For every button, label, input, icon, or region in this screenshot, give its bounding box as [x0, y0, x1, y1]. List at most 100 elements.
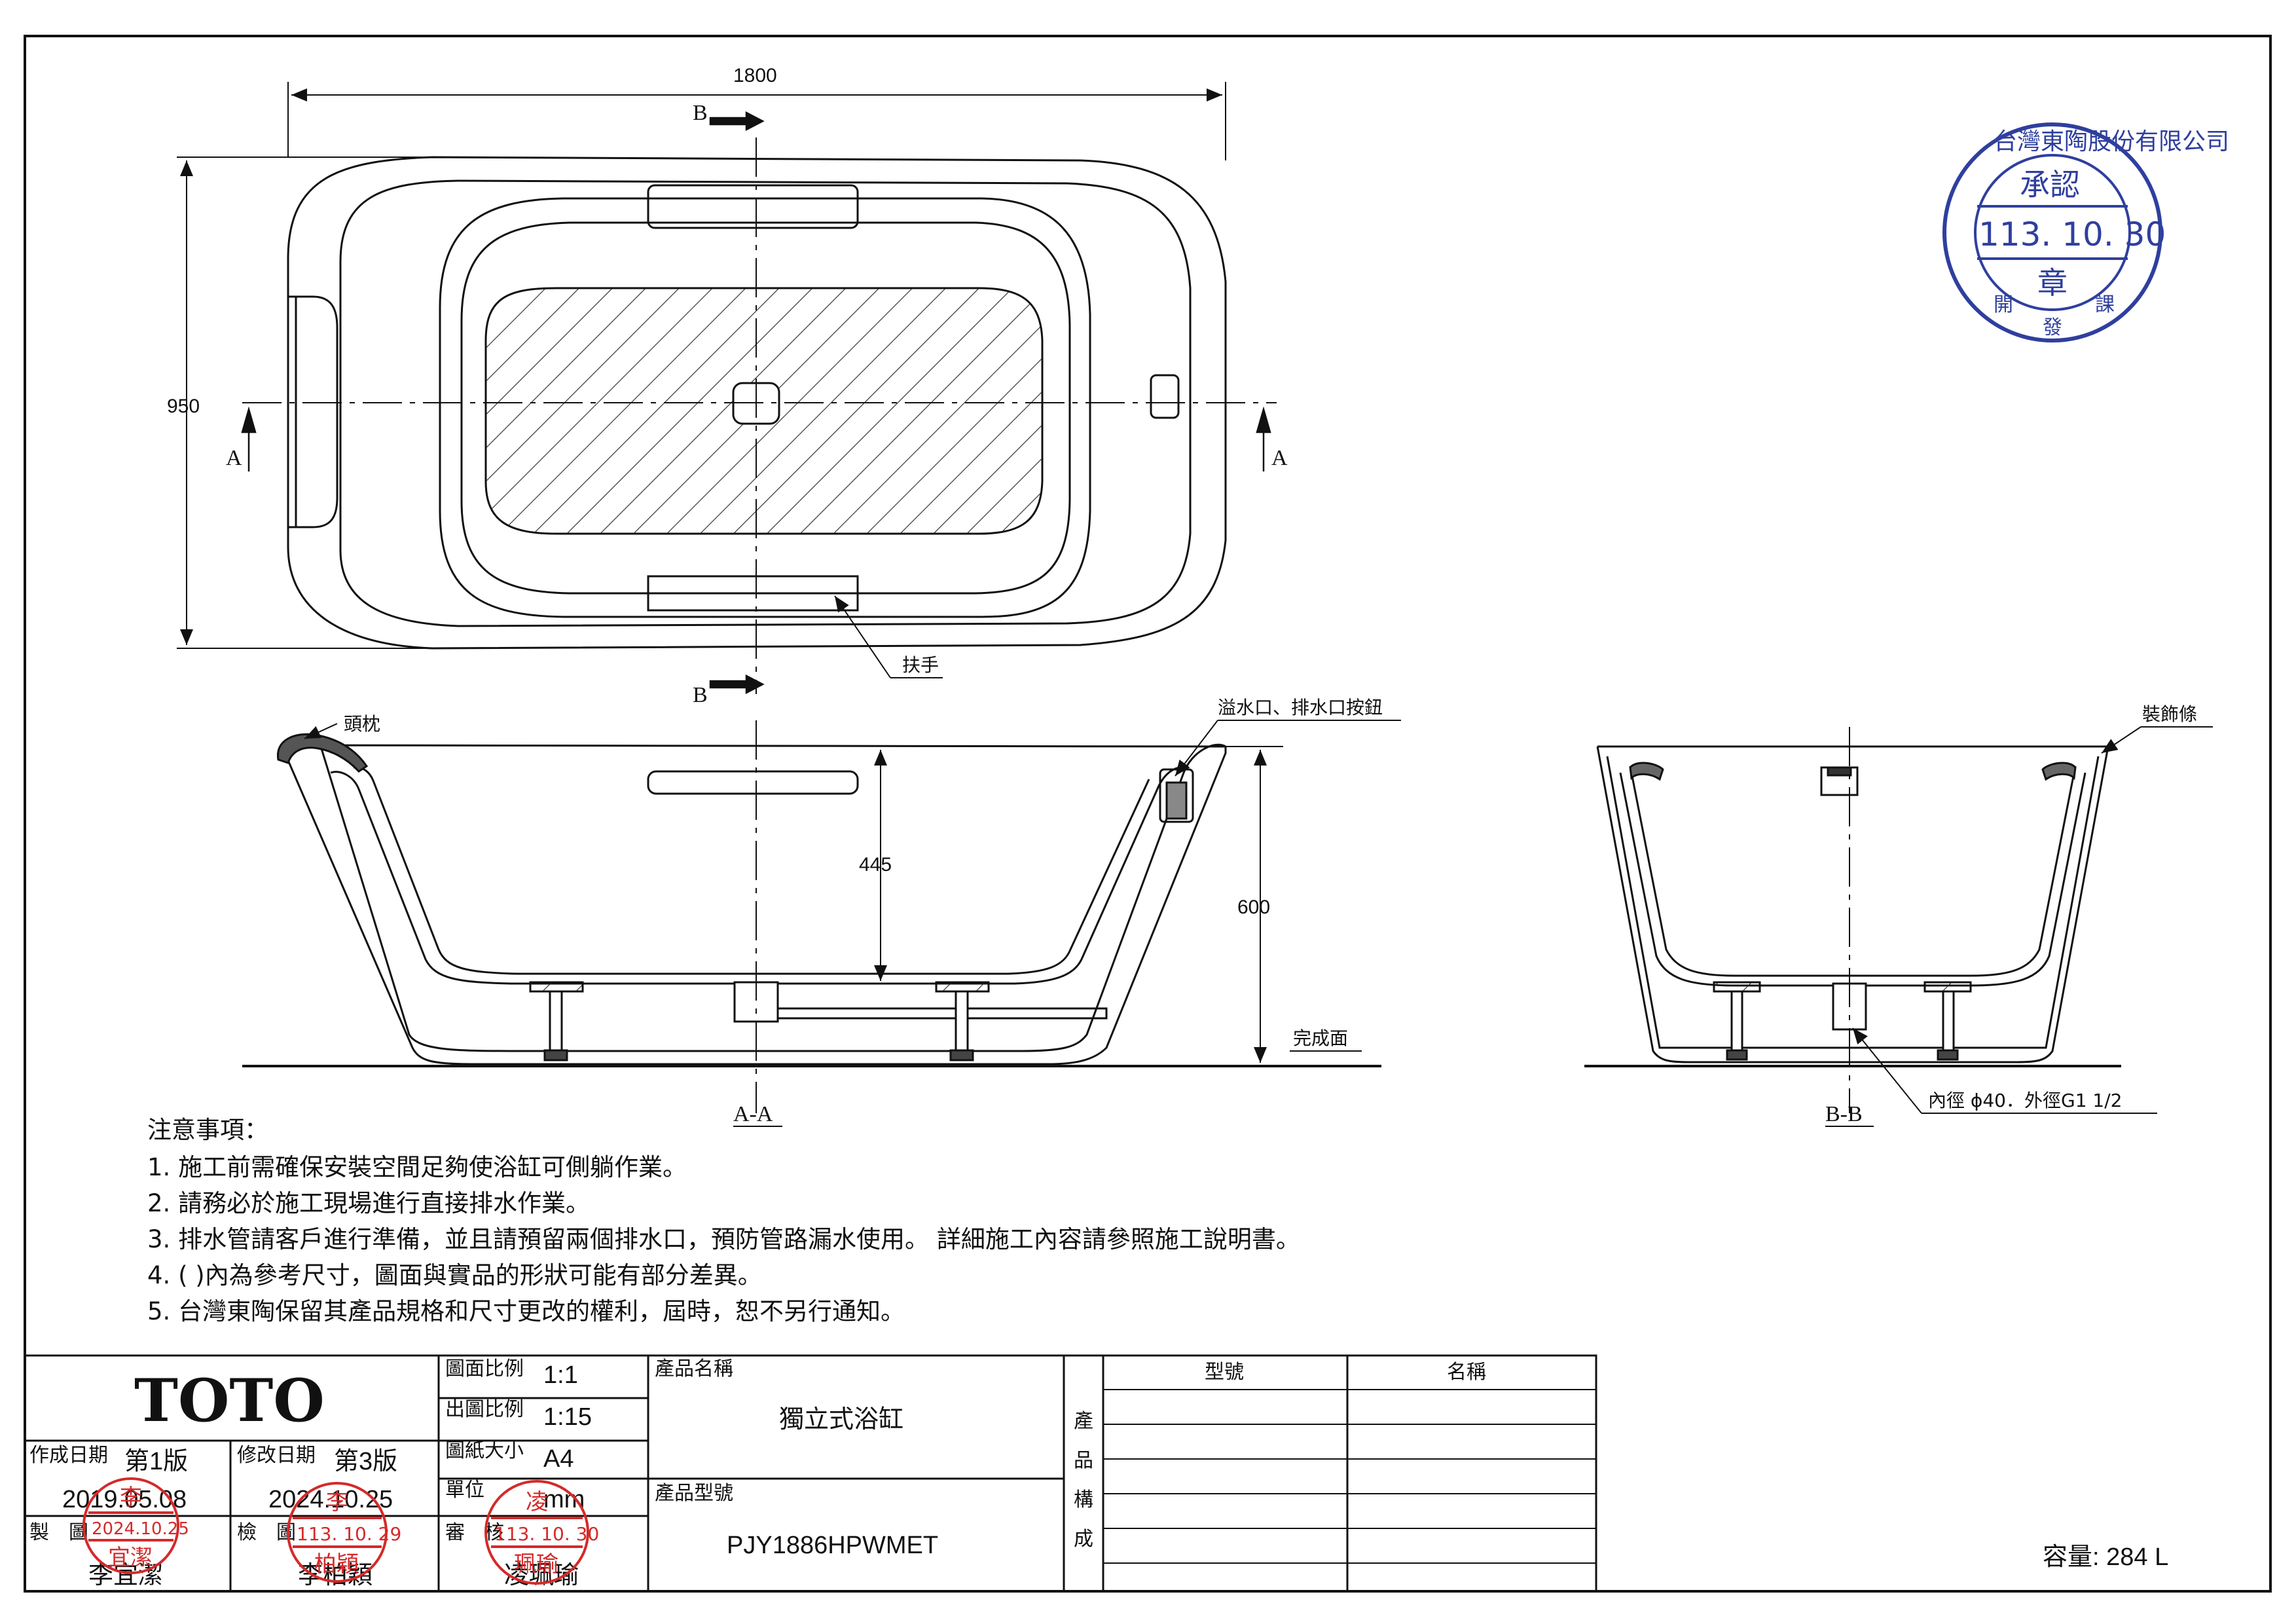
bb-feet — [1713, 981, 1972, 1061]
aa-inner-basin — [330, 766, 1186, 985]
revised-label: 修改日期 — [237, 1444, 316, 1467]
grab-handle-label: 扶手 — [902, 654, 939, 676]
print-scale-label: 出圖比例 — [445, 1398, 524, 1421]
approved-stamp-top: 凌 — [526, 1489, 548, 1515]
checked-label: 檢 圖 — [237, 1521, 296, 1544]
grab-handle-leader — [834, 595, 891, 678]
section-marker-b — [709, 111, 765, 695]
dim-600 — [1226, 746, 1283, 1063]
unit-label: 單位 — [445, 1479, 484, 1502]
notes-block: 注意事項： 1. 施工前需確保安裝空間足夠使浴缸可側躺作業。 2. 請務必於施工… — [147, 1116, 1300, 1325]
created-date: 2019.05.08 — [62, 1486, 187, 1513]
approval-date: 113. 10. 30 — [1978, 215, 2166, 253]
created-label: 作成日期 — [29, 1444, 108, 1467]
section-aa-view — [242, 733, 1381, 1067]
bb-basin — [1619, 772, 2086, 987]
tub-basin-outer — [439, 197, 1091, 618]
product-model: PJY1886HPWMET — [727, 1532, 938, 1559]
approved-stamp-date: 113. 10. 30 — [494, 1523, 599, 1545]
aa-tray — [647, 770, 859, 795]
scale-value: 1:1 — [543, 1361, 578, 1389]
checked-stamp-date: 113. 10. 29 — [297, 1523, 401, 1545]
note-item: 3. 排水管請客戶進行準備，並且請預留兩個排水口，預防管路漏水使用。 詳細施工內… — [147, 1225, 1300, 1253]
drawn-stamp — [82, 1477, 179, 1574]
composition-char: 成 — [1074, 1528, 1093, 1551]
approval-company: 台灣東陶股份有限公司 — [1994, 128, 2229, 155]
section-bb-title: B-B — [1825, 1102, 1863, 1126]
bb-handle-right — [2041, 762, 2077, 781]
approval-dept: 開 — [1994, 293, 2013, 316]
paper-label: 圖紙大小 — [445, 1439, 524, 1462]
approved-stamp-name: 珮瑜 — [514, 1551, 558, 1578]
approved-label: 審 核 — [445, 1521, 504, 1544]
grab-handle-plan — [647, 575, 859, 612]
print-scale-value: 1:15 — [543, 1403, 592, 1431]
section-a-left: A — [226, 446, 242, 470]
headrest-label: 頭枕 — [344, 713, 380, 735]
tub-rim-line — [339, 179, 1192, 627]
aa-headrest — [277, 733, 369, 773]
composition-char: 產 — [1074, 1410, 1093, 1433]
aa-inner-basin-2 — [353, 766, 1150, 975]
tub-outline-outer — [287, 156, 1227, 650]
created-version: 第1版 — [124, 1448, 188, 1475]
note-item: 1. 施工前需確保安裝空間足夠使浴缸可側躺作業。 — [147, 1153, 687, 1181]
scale-label: 圖面比例 — [445, 1357, 524, 1380]
product-model-label: 產品型號 — [655, 1482, 733, 1505]
capacity-label: 容量: 284 L — [2043, 1543, 2168, 1571]
paper-value: A4 — [543, 1445, 574, 1473]
approval-seal: 章 — [2037, 265, 2068, 301]
trim-strip-label: 裝飾條 — [2142, 703, 2197, 725]
dim-950 — [177, 157, 432, 649]
section-b-bottom: B — [693, 683, 708, 707]
aa-feet — [529, 981, 990, 1061]
revised-version: 第3版 — [334, 1448, 397, 1475]
toto-logo: TOTO — [134, 1366, 325, 1435]
dim-1800 — [287, 82, 1226, 160]
dim-445-label: 445 — [859, 854, 892, 876]
note-item: 5. 台灣東陶保留其產品規格和尺寸更改的權利，屆時，恕不另行通知。 — [147, 1297, 905, 1325]
overflow-button-label: 溢水口、排水口按鈕 — [1218, 697, 1383, 718]
drawn-stamp-top: 李 — [120, 1485, 142, 1511]
product-name-label: 產品名稱 — [655, 1357, 733, 1380]
overflow-button-plan — [1150, 374, 1180, 419]
name-column-header: 名稱 — [1447, 1361, 1486, 1384]
drawn-stamp-date: 2024.10.25 — [92, 1519, 189, 1539]
aa-rim-line — [281, 744, 1226, 748]
note-item: 4. ( )內為參考尺寸，圖面與實品的形狀可能有部分差異。 — [147, 1261, 762, 1289]
approval-dept: 課 — [2095, 293, 2115, 316]
approval-stamp: 台灣東陶股份有限公司 承認 113. 10. 30 章 開 發 課 — [1942, 122, 2229, 342]
model-column-header: 型號 — [1205, 1361, 1244, 1384]
title-block — [24, 1354, 1597, 1593]
dim-600-label: 600 — [1237, 896, 1270, 918]
drawn-label: 製 圖 — [29, 1521, 88, 1544]
section-marker-a — [241, 406, 1271, 471]
drawn-stamp-name: 宜潔 — [108, 1545, 153, 1571]
plan-view — [287, 156, 1227, 650]
aa-outer-shell — [280, 736, 1227, 1065]
drawn-by: 李宜潔 — [88, 1562, 163, 1589]
section-aa-title: A-A — [733, 1102, 773, 1126]
composition-char: 構 — [1074, 1488, 1093, 1511]
approval-title: 承認 — [2020, 167, 2080, 202]
section-a-right: A — [1271, 446, 1288, 470]
floor-level-label: 完成面 — [1293, 1027, 1348, 1049]
checked-stamp-name: 柏穎 — [314, 1551, 359, 1578]
approved-stamp — [484, 1480, 589, 1585]
bb-outer-shell — [1596, 746, 2109, 1063]
checked-stamp — [287, 1482, 388, 1583]
sheet-border — [24, 35, 2272, 1593]
notes-heading: 注意事項： — [147, 1116, 268, 1144]
plan-centerlines — [242, 138, 1277, 694]
drain-pipe-label: 內徑 ϕ40．外徑G1 1/2 — [1928, 1090, 2122, 1111]
section-bb-view — [1584, 745, 2121, 1067]
bb-inner-basin — [1606, 756, 2100, 1049]
approval-dept: 發 — [2043, 316, 2062, 339]
bb-handle-left — [1629, 762, 1664, 781]
dim-950-label: 950 — [167, 396, 200, 417]
composition-char: 品 — [1074, 1449, 1093, 1472]
product-name: 獨立式浴缸 — [779, 1406, 903, 1433]
tub-basin-inner — [460, 221, 1071, 595]
dim-1800-label: 1800 — [733, 65, 777, 86]
